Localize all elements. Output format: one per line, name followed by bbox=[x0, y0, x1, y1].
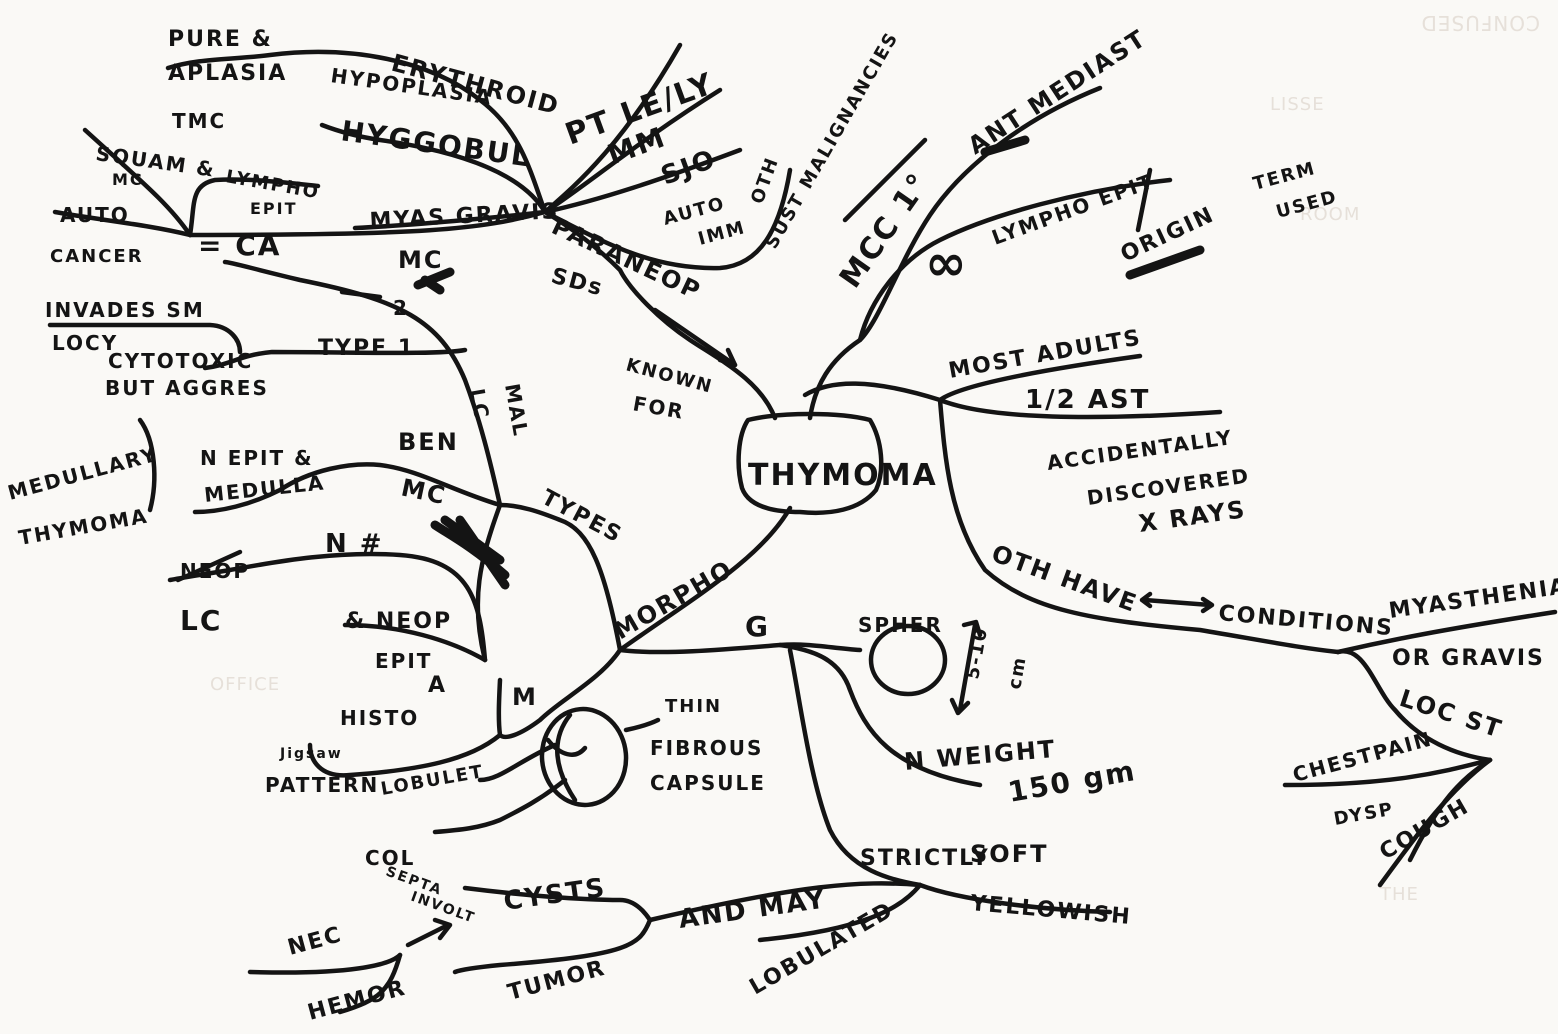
type1-label: TYPE 1 bbox=[318, 336, 415, 361]
lobulet-label: LOBULET bbox=[379, 761, 486, 800]
spher-label: SPHER bbox=[858, 613, 943, 637]
m-label: M bbox=[512, 683, 538, 711]
locy-label: LOCY bbox=[52, 331, 118, 355]
emphasis-marks bbox=[413, 135, 1205, 590]
size-label-1: 5-10 bbox=[962, 625, 992, 681]
types-cluster: TYPES 2 TYPE 1 INVADES SM LOCY CYTOTOXIC… bbox=[5, 296, 626, 698]
medulla-label: MEDULLA bbox=[203, 470, 326, 507]
eq-ca-label: = CA bbox=[198, 229, 281, 262]
strictly-label: STRICTLY bbox=[860, 846, 990, 871]
svg-text:OFFICE: OFFICE bbox=[210, 674, 280, 695]
tmc-label: TMC bbox=[172, 109, 226, 133]
neop-label: NEOP bbox=[180, 559, 250, 583]
ant-mediast-label: ANT MEDIAST bbox=[963, 24, 1152, 160]
size-label-2: cm bbox=[1004, 654, 1030, 691]
nec-label: NEC bbox=[285, 922, 345, 961]
red-cell-label-1: PURE & bbox=[168, 27, 273, 52]
histo-label: HISTO bbox=[340, 706, 419, 730]
pattern-label-2: PATTERN bbox=[265, 773, 379, 797]
half-ast-label: 1/2 AST bbox=[1025, 385, 1150, 415]
n-hash-label: N # bbox=[325, 529, 384, 559]
lympho-label: LYMPHO bbox=[224, 166, 321, 203]
hemor-label: HEMOR bbox=[305, 976, 409, 1026]
accident-label-3: X RAYS bbox=[1137, 495, 1248, 538]
weight-label: N WEIGHT bbox=[903, 735, 1057, 776]
mal-label: MAL bbox=[500, 382, 533, 439]
type2-label: 2 bbox=[393, 296, 409, 320]
epit-label: EPIT bbox=[375, 649, 432, 673]
myas-gravis-label: MYAS GRAVIS bbox=[369, 199, 560, 234]
dysp-label: DYSP bbox=[1332, 799, 1396, 830]
most-adults-label: MOST ADULTS bbox=[947, 325, 1144, 384]
capsule-label-3: CAPSULE bbox=[650, 771, 766, 795]
capsule-label-2: FIBROUS bbox=[650, 736, 763, 760]
infinity-label: ∞ bbox=[925, 234, 969, 292]
lc-label: LC bbox=[465, 387, 494, 422]
paraneop-cluster: PARANEOP SDs PURE & APLASIA ERYTHROID HY… bbox=[168, 27, 783, 306]
and-may-label: AND MAY bbox=[677, 885, 829, 935]
squam-mc-label: MC bbox=[112, 170, 144, 189]
svg-text:ROOM: ROOM bbox=[1300, 204, 1360, 225]
central-topic-label: THYMOMA bbox=[748, 458, 938, 493]
yellowish-label: YELLOWISH bbox=[968, 891, 1132, 930]
or-gravis-label: OR GRAVIS bbox=[1392, 646, 1545, 671]
ben-label: BEN bbox=[398, 428, 459, 456]
bleed-through: CONFUSED LISSE ROOM OFFICE THE bbox=[210, 11, 1540, 905]
term-label: TERM bbox=[1251, 158, 1319, 195]
imm-label: IMM bbox=[696, 217, 748, 250]
accident-label-1: ACCIDENTALLY bbox=[1045, 425, 1234, 475]
medullary-thymoma-label: THYMOMA bbox=[17, 504, 150, 550]
g-label: G bbox=[745, 610, 770, 643]
svg-text:CONFUSED: CONFUSED bbox=[1420, 11, 1540, 35]
and-neop-label: & NEOP bbox=[345, 609, 452, 634]
myas-mc-label: MC bbox=[398, 246, 444, 274]
thymic-carcinoma-cluster: TMC SQUAM & LYMPHO EPIT MC AUTO CANCER =… bbox=[50, 109, 322, 267]
svg-text:THE: THE bbox=[1379, 884, 1419, 905]
but-aggres-label: BUT AGGRES bbox=[105, 376, 269, 400]
soft-label: SOFT bbox=[970, 840, 1048, 868]
branch-lines bbox=[47, 42, 1558, 1015]
capsule-label-1: THIN bbox=[665, 696, 722, 717]
morpho-label: MORPHO bbox=[609, 555, 738, 646]
for-label: FOR bbox=[631, 391, 686, 424]
pattern-label-1: Jigsaw bbox=[279, 746, 343, 762]
oth-label: OTH bbox=[747, 154, 783, 207]
red-cell-label-2: APLASIA bbox=[168, 61, 287, 86]
invades-label: INVADES SM bbox=[45, 298, 205, 322]
col-label: COL bbox=[365, 846, 415, 870]
cysts-label: CYSTS bbox=[502, 873, 608, 917]
svg-text:LISSE: LISSE bbox=[1270, 94, 1325, 115]
oth-have-label: OTH HAVE bbox=[988, 539, 1142, 618]
types-mc-label: MC bbox=[399, 473, 449, 510]
type-a-label: A bbox=[428, 673, 447, 698]
medullary-label: MEDULLARY bbox=[5, 442, 160, 505]
auto-cancer-label-1: AUTO bbox=[60, 203, 130, 227]
epit-label: EPIT bbox=[250, 199, 298, 218]
lc2-label: LC bbox=[180, 604, 222, 637]
known-for: KNOWN FOR bbox=[624, 355, 716, 424]
central-topic: THYMOMA bbox=[736, 411, 938, 516]
sds-label: SDs bbox=[548, 264, 606, 302]
cytotoxic-label: CYTOTOXIC bbox=[108, 349, 253, 373]
epit-medulla-label: N EPIT & bbox=[200, 446, 314, 470]
auto-cancer-label-2: CANCER bbox=[50, 246, 144, 267]
